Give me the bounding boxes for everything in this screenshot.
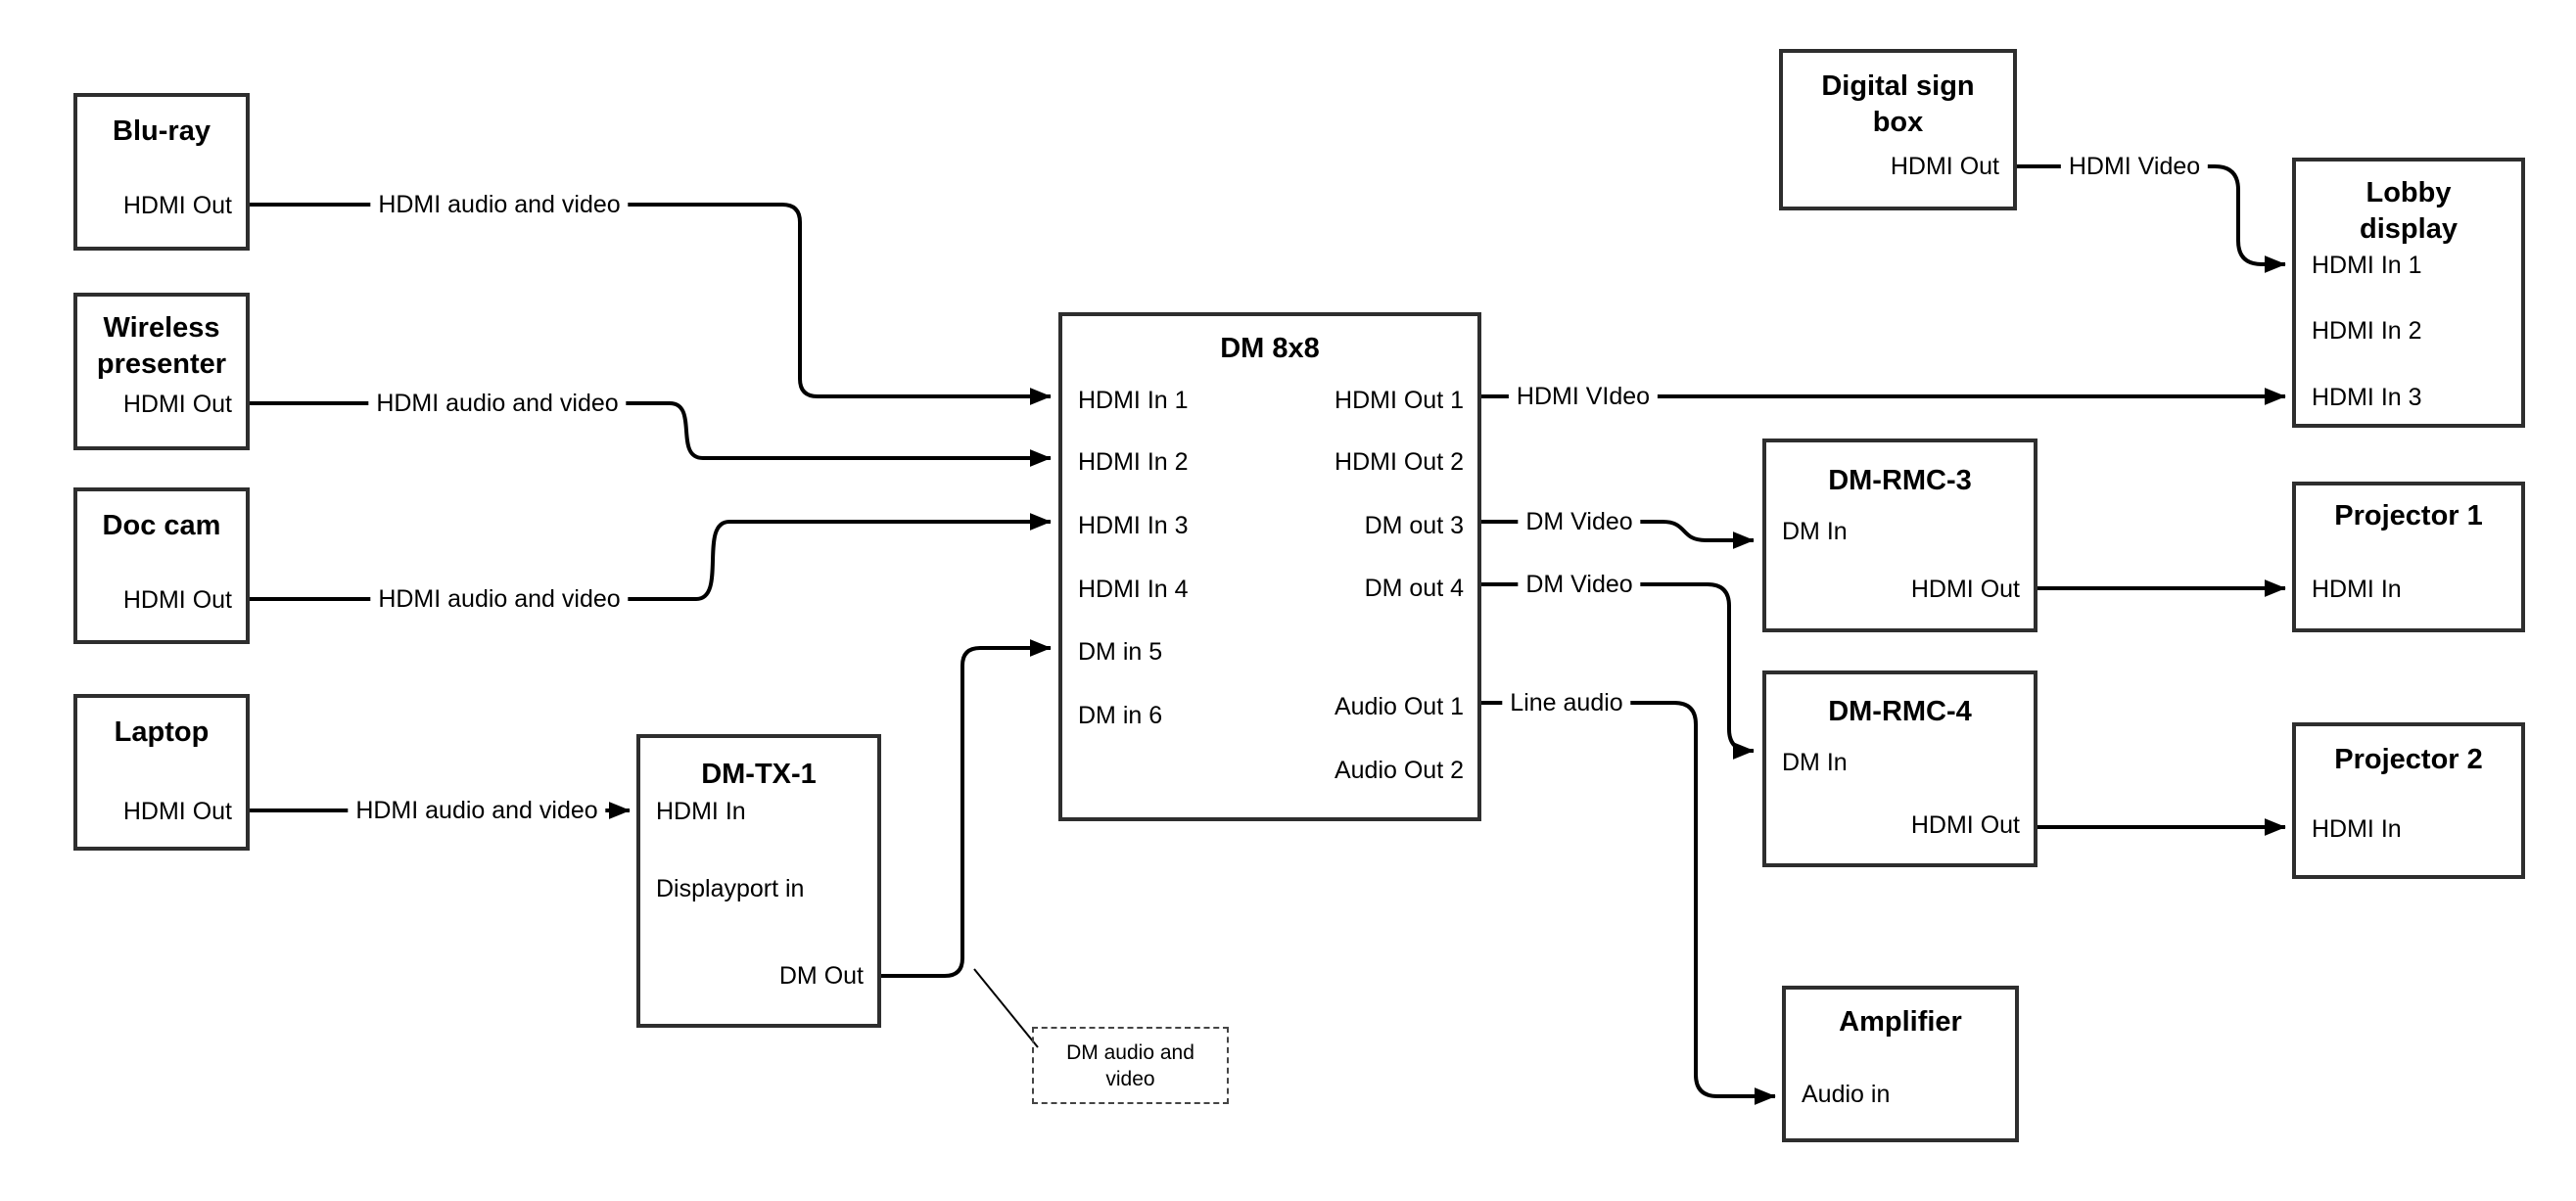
node-dm-tx-1: DM-TX-1 HDMI In Displayport in DM Out — [636, 734, 881, 1028]
port-hdmi-in-2: HDMI In 2 — [2312, 317, 2422, 345]
node-title: Doc cam — [102, 510, 221, 541]
note-dm-audio-and-video: DM audio and video — [1032, 1027, 1229, 1104]
node-title: Lobby display — [2296, 175, 2521, 248]
port-hdmi-in: HDMI In — [2312, 576, 2402, 603]
node-title: Wireless presenter — [77, 310, 246, 383]
edge-label-line-audio: Line audio — [1502, 687, 1631, 718]
node-amplifier: Amplifier Audio in — [1782, 986, 2019, 1142]
port-audio-in: Audio in — [1802, 1081, 1891, 1108]
node-title-line2: display — [2360, 213, 2458, 245]
port-hdmi-out: HDMI Out — [122, 586, 232, 614]
node-title: Digital sign box — [1783, 69, 2013, 141]
node-projector-2: Projector 2 HDMI In — [2292, 722, 2525, 879]
node-title: Laptop — [114, 716, 210, 748]
node-title-line1: Wireless — [103, 312, 220, 344]
node-dm-8x8: DM 8x8 HDMI In 1 HDMI In 2 HDMI In 3 HDM… — [1058, 312, 1481, 821]
node-projector-1: Projector 1 HDMI In — [2292, 482, 2525, 632]
node-laptop: Laptop HDMI Out — [73, 694, 250, 851]
port-hdmi-in: HDMI In — [656, 798, 746, 825]
node-title: Blu-ray — [113, 115, 211, 147]
port-dm-in-6: DM in 6 — [1078, 702, 1163, 729]
edge-label-hdmi-audio-video-doccam: HDMI audio and video — [370, 583, 629, 615]
port-displayport-in: Displayport in — [656, 875, 805, 902]
port-dm-in: DM In — [1782, 749, 1848, 776]
node-title-line2: presenter — [96, 348, 227, 380]
port-hdmi-out: HDMI Out — [122, 391, 232, 418]
node-bluray: Blu-ray HDMI Out — [73, 93, 250, 251]
port-dm-in-5: DM in 5 — [1078, 638, 1163, 666]
port-dm-out-4: DM out 4 — [1364, 575, 1464, 602]
port-hdmi-out: HDMI Out — [1910, 576, 2020, 603]
node-title: Projector 1 — [2334, 500, 2483, 531]
edge-wireless-to-dm8x8-in2 — [249, 401, 1052, 467]
node-title: DM-RMC-4 — [1828, 696, 1972, 727]
node-title: DM-RMC-3 — [1828, 465, 1972, 496]
edge-digitalsign-to-lobby-in1 — [2017, 164, 2286, 273]
note-text: DM audio and video — [1066, 1040, 1194, 1090]
edge-label-hdmi-video-out1: HDMI VIdeo — [1508, 381, 1659, 412]
edge-doccam-to-dm8x8-in3 — [249, 513, 1052, 601]
node-dm-rmc-4: DM-RMC-4 DM In HDMI Out — [1762, 670, 2037, 867]
node-wireless-presenter: Wireless presenter HDMI Out — [73, 293, 250, 450]
node-lobby-display: Lobby display HDMI In 1 HDMI In 2 HDMI I… — [2292, 158, 2525, 428]
port-hdmi-out: HDMI Out — [1910, 811, 2020, 839]
node-title: DM-TX-1 — [701, 759, 817, 790]
node-dm-rmc-3: DM-RMC-3 DM In HDMI Out — [1762, 439, 2037, 632]
node-title-line1: Digital sign — [1821, 70, 1975, 102]
edge-dmtx1-dmout-to-dm8x8-in5 — [881, 639, 1052, 978]
note-leader-line — [973, 968, 1039, 1048]
port-hdmi-in-4: HDMI In 4 — [1078, 576, 1189, 603]
port-hdmi-in: HDMI In — [2312, 815, 2402, 843]
edge-label-hdmi-audio-video-laptop: HDMI audio and video — [348, 795, 606, 826]
port-hdmi-out-1: HDMI Out 1 — [1335, 387, 1464, 414]
port-dm-in: DM In — [1782, 518, 1848, 545]
edge-label-hdmi-audio-video-wireless: HDMI audio and video — [368, 388, 627, 419]
node-title-line2: box — [1872, 107, 1924, 138]
port-hdmi-out-2: HDMI Out 2 — [1335, 448, 1464, 476]
edge-label-hdmi-video-digitalsign: HDMI Video — [2060, 151, 2209, 182]
port-hdmi-in-3: HDMI In 3 — [2312, 384, 2422, 411]
node-title: Amplifier — [1839, 1006, 1962, 1038]
node-title-line1: Lobby — [2365, 177, 2452, 208]
port-dm-out-3: DM out 3 — [1364, 512, 1464, 539]
edge-dm8x8-dmout4-to-dmrmc4 — [1481, 582, 1755, 760]
edge-dm8x8-audioout1-to-amplifier — [1481, 701, 1776, 1105]
port-hdmi-in-3: HDMI In 3 — [1078, 512, 1189, 539]
edge-label-hdmi-audio-video-bluray: HDMI audio and video — [370, 189, 629, 220]
port-hdmi-out: HDMI Out — [122, 798, 232, 825]
port-audio-out-2: Audio Out 2 — [1334, 757, 1464, 784]
port-hdmi-out: HDMI Out — [1890, 153, 1999, 180]
port-hdmi-in-2: HDMI In 2 — [1078, 448, 1189, 476]
port-audio-out-1: Audio Out 1 — [1334, 693, 1464, 720]
node-digital-sign-box: Digital sign box HDMI Out — [1779, 49, 2017, 210]
node-doc-cam: Doc cam HDMI Out — [73, 487, 250, 644]
port-hdmi-in-1: HDMI In 1 — [2312, 252, 2422, 279]
edge-label-dm-video-out4: DM Video — [1518, 569, 1641, 600]
node-title: Projector 2 — [2334, 744, 2483, 775]
node-title: DM 8x8 — [1220, 333, 1320, 364]
port-hdmi-out: HDMI Out — [122, 192, 232, 219]
port-hdmi-in-1: HDMI In 1 — [1078, 387, 1189, 414]
edge-bluray-to-dm8x8-in1 — [249, 203, 1052, 405]
edge-dm8x8-dmout3-to-dmrmc3 — [1481, 520, 1755, 549]
edge-label-dm-video-out3: DM Video — [1518, 506, 1641, 537]
port-dm-out: DM Out — [778, 962, 864, 990]
